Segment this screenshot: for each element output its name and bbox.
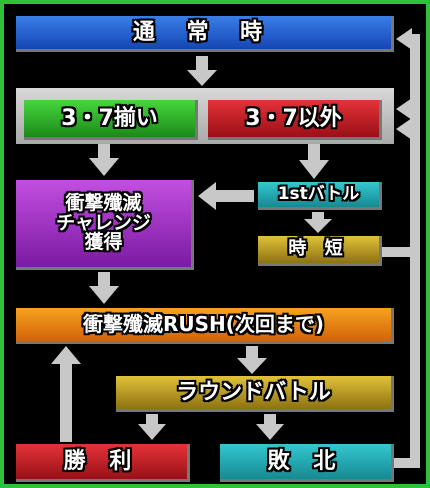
arrow-hit-to-challenge [89,144,119,176]
arrow-other-to-battle [299,144,329,179]
arrow-round-to-lose [256,414,284,440]
arrow-win-to-rush [51,346,81,442]
return-line-from-lose [394,458,420,468]
node-jitan-label: 時 短 [288,238,349,260]
arrow-battle-to-challenge [198,182,254,210]
return-line-from-jitan [382,247,420,257]
arrow-normal-to-band [187,56,217,86]
node-win: 勝 利 [16,444,190,482]
node-lose-label: 敗 北 [267,448,344,474]
node-first-battle-label: 1stバトル [277,183,360,204]
node-first-battle: 1stバトル [258,182,382,210]
node-normal-label: 通 常 時 [132,19,275,45]
arrow-challenge-to-rush [89,272,119,304]
node-win-label: 勝 利 [63,448,140,474]
node-normal: 通 常 時 [16,16,394,52]
arrow-return-to-band-2 [396,118,412,140]
node-round-battle-label: ラウンドバトル [176,379,331,405]
arrow-return-to-band-1 [396,98,412,120]
arrow-return-to-normal [396,28,412,50]
node-lose: 敗 北 [220,444,394,482]
node-hit-37-label: 3・7揃い [61,105,158,131]
node-challenge: 衝撃殲滅 チャレンジ 獲得 [16,180,194,270]
node-challenge-label: 衝撃殲滅 チャレンジ 獲得 [56,191,151,254]
node-hit-37: 3・7揃い [24,100,198,140]
node-other-37-label: 3・7以外 [245,105,342,131]
arrow-battle-to-jitan [304,212,332,233]
node-rush-label: 衝撃殲滅RUSH(次回まで) [82,312,325,336]
flow-arrows [51,28,420,468]
node-round-battle: ラウンドバトル [116,376,394,412]
node-other-37: 3・7以外 [208,100,382,140]
arrow-round-to-win [138,414,166,440]
arrow-rush-to-round [237,346,267,374]
node-jitan: 時 短 [258,236,382,266]
node-rush: 衝撃殲滅RUSH(次回まで) [16,308,394,344]
